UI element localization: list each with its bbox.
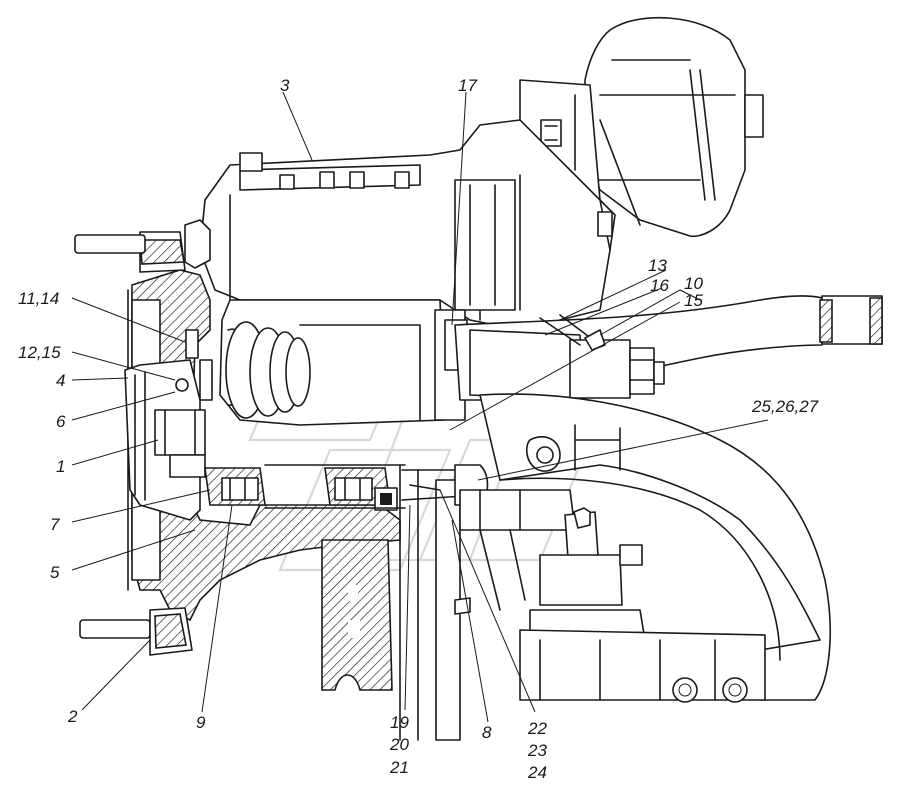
expander-bellows — [219, 299, 468, 426]
callout-3: 3 — [280, 76, 290, 95]
callout-2: 2 — [67, 707, 78, 726]
tie-rod-assembly — [454, 489, 766, 703]
callout-23: 23 — [527, 741, 547, 760]
callout-24: 24 — [527, 763, 547, 782]
leader-lines — [71, 91, 769, 723]
callout-10: 10 — [684, 274, 703, 293]
callout-7: 7 — [50, 515, 60, 534]
callout-17: 17 — [458, 76, 477, 95]
callout-9: 9 — [196, 713, 206, 732]
callout-8: 8 — [482, 723, 492, 742]
callout-22: 22 — [527, 719, 547, 738]
callout-19: 19 — [390, 713, 409, 732]
axle-beam — [479, 393, 831, 701]
caliper-housing — [199, 119, 616, 331]
callout-labels: 3 17 13 10 16 15 11,14 12,15 4 6 1 25,26… — [18, 76, 819, 782]
spindle-flange — [321, 464, 489, 741]
wheel-bearings — [204, 464, 406, 511]
callout-1: 1 — [56, 457, 65, 476]
callout-16: 16 — [650, 276, 669, 295]
callout-5: 5 — [50, 563, 60, 582]
callout-4: 4 — [56, 371, 65, 390]
callout-12-15: 12,15 — [18, 343, 61, 362]
callout-11-14: 11,14 — [18, 289, 59, 308]
callout-20: 20 — [389, 735, 409, 754]
callout-6: 6 — [56, 412, 66, 431]
callout-13: 13 — [648, 256, 667, 275]
callout-21: 21 — [389, 758, 409, 777]
steering-arm — [454, 295, 883, 401]
callout-25-26-27: 25,26,27 — [751, 397, 819, 416]
callout-15: 15 — [684, 291, 703, 310]
